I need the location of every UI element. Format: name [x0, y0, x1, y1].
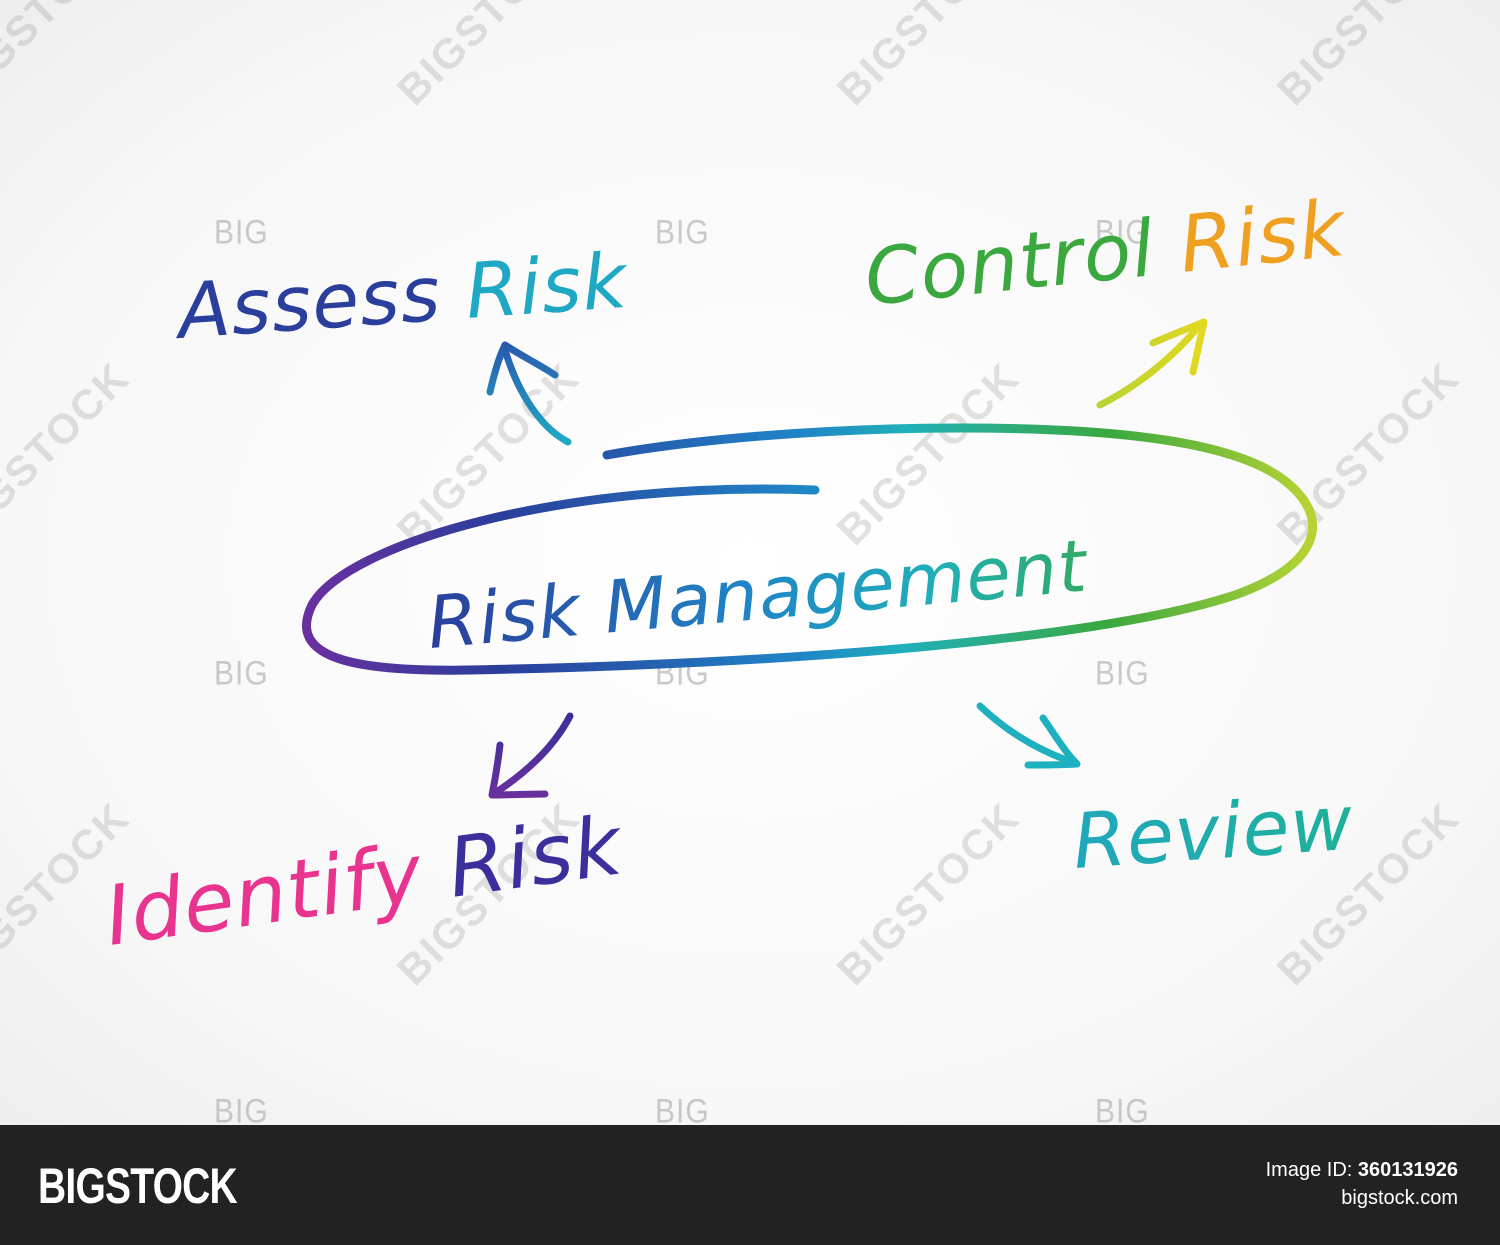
- image-info: Image ID: 360131926 bigstock.com: [1266, 1156, 1458, 1212]
- arrow-to-review: [976, 702, 1081, 769]
- arrow-to-identify: [488, 712, 574, 799]
- bigstock-logo[interactable]: BIGSTOCK: [38, 1158, 238, 1214]
- arrow-to-control: [1096, 318, 1208, 409]
- center-loop: [302, 423, 1318, 675]
- watermark-big: BIG: [214, 1092, 269, 1125]
- watermark-big: BIG: [655, 213, 710, 252]
- node-assess-risk-word: Risk: [463, 236, 632, 336]
- watermark-big: BIG: [1095, 654, 1150, 693]
- footer-bar: BIGSTOCK Image ID: 360131926 bigstock.co…: [0, 1125, 1500, 1245]
- watermark-big: BIG: [214, 213, 269, 252]
- node-control-word: Control: [861, 204, 1159, 324]
- image-id-value: 360131926: [1357, 1159, 1458, 1181]
- site-url[interactable]: bigstock.com: [1341, 1187, 1458, 1209]
- node-identify-risk: Identify Risk: [100, 798, 631, 965]
- node-assess-risk: Assess Risk: [170, 236, 632, 357]
- node-identify-risk-word: Risk: [442, 798, 630, 917]
- watermark-big: BIG: [1095, 213, 1150, 252]
- image-id-line: Image ID: 360131926: [1266, 1156, 1458, 1184]
- risk-diagram: Risk Management Assess Risk Control Risk…: [100, 184, 1357, 965]
- watermark-big: BIG: [1095, 1092, 1150, 1125]
- image-id-label: Image ID:: [1265, 1159, 1353, 1181]
- watermark-big: BIG: [655, 1092, 710, 1125]
- node-identify-word: Identify: [100, 826, 430, 965]
- node-control-risk-word: Risk: [1175, 184, 1351, 291]
- diagram-canvas: BIG BIG BIG BIG BIG BIG BIG BIG BIG BIGS…: [0, 0, 1500, 1125]
- node-assess-word: Assess: [170, 249, 444, 356]
- watermark-big: BIG: [214, 654, 269, 693]
- node-review: Review: [1070, 778, 1356, 886]
- arrow-to-assess: [486, 341, 572, 446]
- node-control-risk: Control Risk: [861, 184, 1352, 324]
